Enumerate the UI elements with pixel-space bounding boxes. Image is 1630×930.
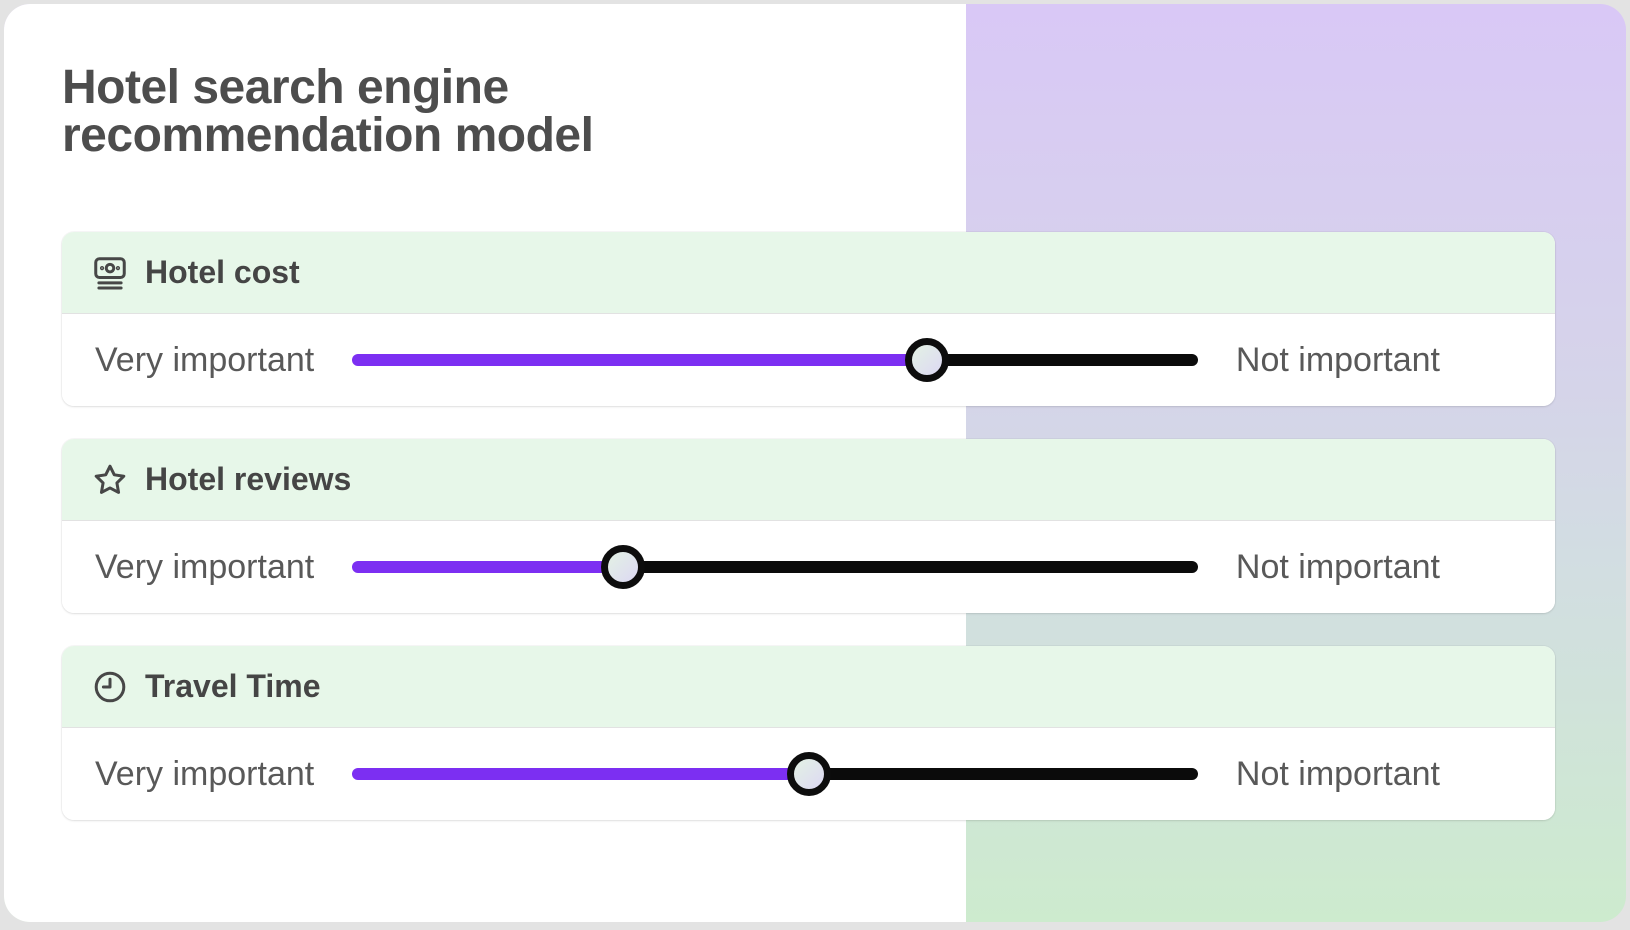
card-header-hotel-cost: Hotel cost <box>62 232 1555 314</box>
hotel-reviews-slider-handle[interactable] <box>600 545 645 589</box>
card-header-travel-time: Travel Time <box>62 646 1555 728</box>
slider-remainder <box>927 354 1198 366</box>
slider-row-hotel-cost: Very important Not important <box>62 314 1555 406</box>
slider-remainder <box>808 768 1198 780</box>
criteria-list: Hotel cost Very important Not important <box>62 232 1559 820</box>
slider-right-label: Not important <box>1235 340 1440 379</box>
card-title-hotel-cost: Hotel cost <box>145 254 300 290</box>
slider-fill <box>352 354 928 366</box>
app-window: Hotel search engine recommendation model <box>4 4 1626 922</box>
slider-fill <box>352 768 809 780</box>
hotel-reviews-slider[interactable] <box>352 545 1198 589</box>
hotel-cost-slider[interactable] <box>352 338 1198 382</box>
slider-row-hotel-reviews: Very important Not important <box>62 521 1555 613</box>
slider-row-travel-time: Very important Not important <box>62 728 1555 820</box>
banknote-icon <box>92 255 128 291</box>
page-title: Hotel search engine recommendation model <box>62 61 594 162</box>
star-icon <box>92 462 128 498</box>
card-title-hotel-reviews: Hotel reviews <box>145 461 352 497</box>
card-hotel-cost: Hotel cost Very important Not important <box>62 232 1555 406</box>
slider-fill <box>352 561 623 573</box>
travel-time-slider-handle[interactable] <box>786 752 831 796</box>
card-title-travel-time: Travel Time <box>145 668 321 704</box>
slider-left-label: Very important <box>95 754 315 793</box>
card-travel-time: Travel Time Very important Not important <box>62 646 1555 820</box>
hotel-cost-slider-handle[interactable] <box>905 338 950 382</box>
card-header-hotel-reviews: Hotel reviews <box>62 439 1555 521</box>
slider-left-label: Very important <box>95 547 315 586</box>
slider-left-label: Very important <box>95 340 315 379</box>
slider-right-label: Not important <box>1235 754 1440 793</box>
travel-time-slider[interactable] <box>352 752 1198 796</box>
clock-icon <box>92 669 128 705</box>
main-content: Hotel search engine recommendation model <box>4 4 1626 820</box>
card-hotel-reviews: Hotel reviews Very important Not importa… <box>62 439 1555 613</box>
slider-remainder <box>622 561 1198 573</box>
slider-right-label: Not important <box>1235 547 1440 586</box>
